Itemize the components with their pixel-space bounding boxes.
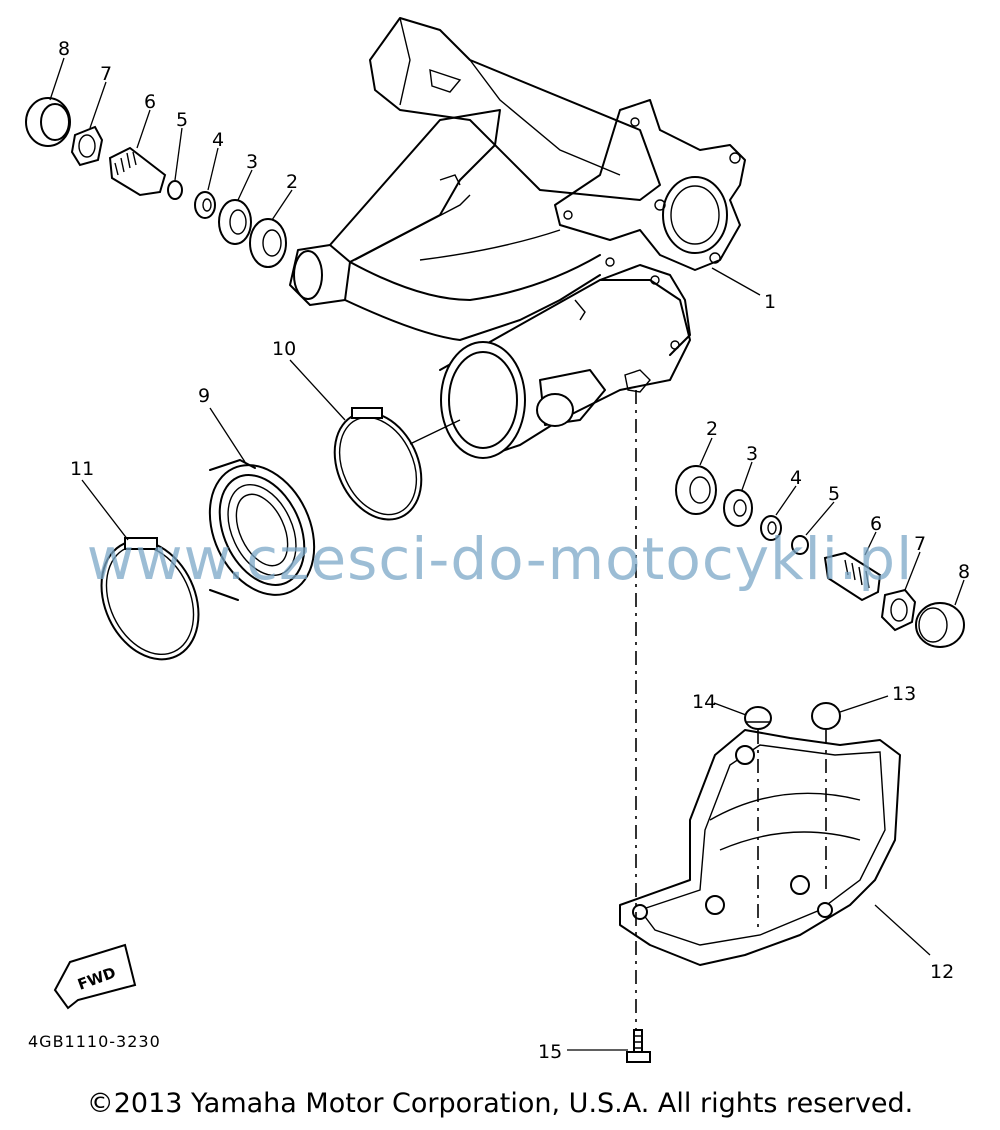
callout-7-left: 7 <box>100 63 112 85</box>
oil-seal-right <box>723 489 753 527</box>
pivot-shaft-left <box>108 146 167 197</box>
right-pivot-parts <box>675 465 965 648</box>
oil-seal-left <box>218 199 252 245</box>
callout-4-left: 4 <box>212 129 224 151</box>
callout-3-right: 3 <box>746 443 758 465</box>
callout-2-left: 2 <box>286 171 298 193</box>
cap-left <box>25 97 71 147</box>
callout-8-left: 8 <box>58 38 70 60</box>
rubber-boot <box>208 459 316 601</box>
watermark: www.czesci-do-motocykli.pl <box>86 525 914 593</box>
callout-7-right: 7 <box>914 533 926 555</box>
callout-14: 14 <box>692 691 716 713</box>
copyright-text: ©2013 Yamaha Motor Corporation, U.S.A. A… <box>86 1088 914 1119</box>
bearing-left <box>249 218 287 268</box>
skid-plate <box>619 729 901 966</box>
callout-numbers: 8 7 6 5 4 3 2 1 10 9 11 2 3 4 5 6 7 8 14… <box>58 38 970 1063</box>
cap-right <box>915 602 965 648</box>
clamp-11 <box>100 537 200 661</box>
callout-13: 13 <box>892 683 916 705</box>
pivot-shaft-right <box>823 551 882 602</box>
diagram-code: 4GB1110-3230 <box>28 1032 161 1051</box>
fwd-arrow-icon: FWD <box>53 943 137 1010</box>
callout-2-right: 2 <box>706 418 718 440</box>
washer-left <box>194 191 216 219</box>
oring-left <box>167 180 183 200</box>
callout-9: 9 <box>198 385 210 407</box>
plug-13 <box>811 702 841 730</box>
left-pivot-parts <box>25 97 287 268</box>
callout-3-left: 3 <box>246 151 258 173</box>
bolt-15 <box>626 1029 651 1063</box>
callout-11: 11 <box>70 458 94 480</box>
callout-8-right: 8 <box>958 561 970 583</box>
bearing-right <box>675 465 717 515</box>
oring-right <box>791 535 809 555</box>
swingarm <box>289 17 746 459</box>
clamp-10 <box>333 407 423 521</box>
callout-5-left: 5 <box>176 109 188 131</box>
locknut-left <box>70 125 104 167</box>
boot-and-clamps <box>100 407 423 661</box>
callout-6-right: 6 <box>870 513 882 535</box>
callout-15: 15 <box>538 1041 562 1063</box>
leader-lines <box>49 57 965 1051</box>
callout-1: 1 <box>764 291 776 313</box>
callout-10: 10 <box>272 338 296 360</box>
callout-6-left: 6 <box>144 91 156 113</box>
callout-12: 12 <box>930 961 954 983</box>
locknut-right <box>880 588 917 632</box>
plug-14 <box>744 706 772 730</box>
callout-4-right: 4 <box>790 467 802 489</box>
washer-right <box>760 515 782 541</box>
callout-5-right: 5 <box>828 483 840 505</box>
